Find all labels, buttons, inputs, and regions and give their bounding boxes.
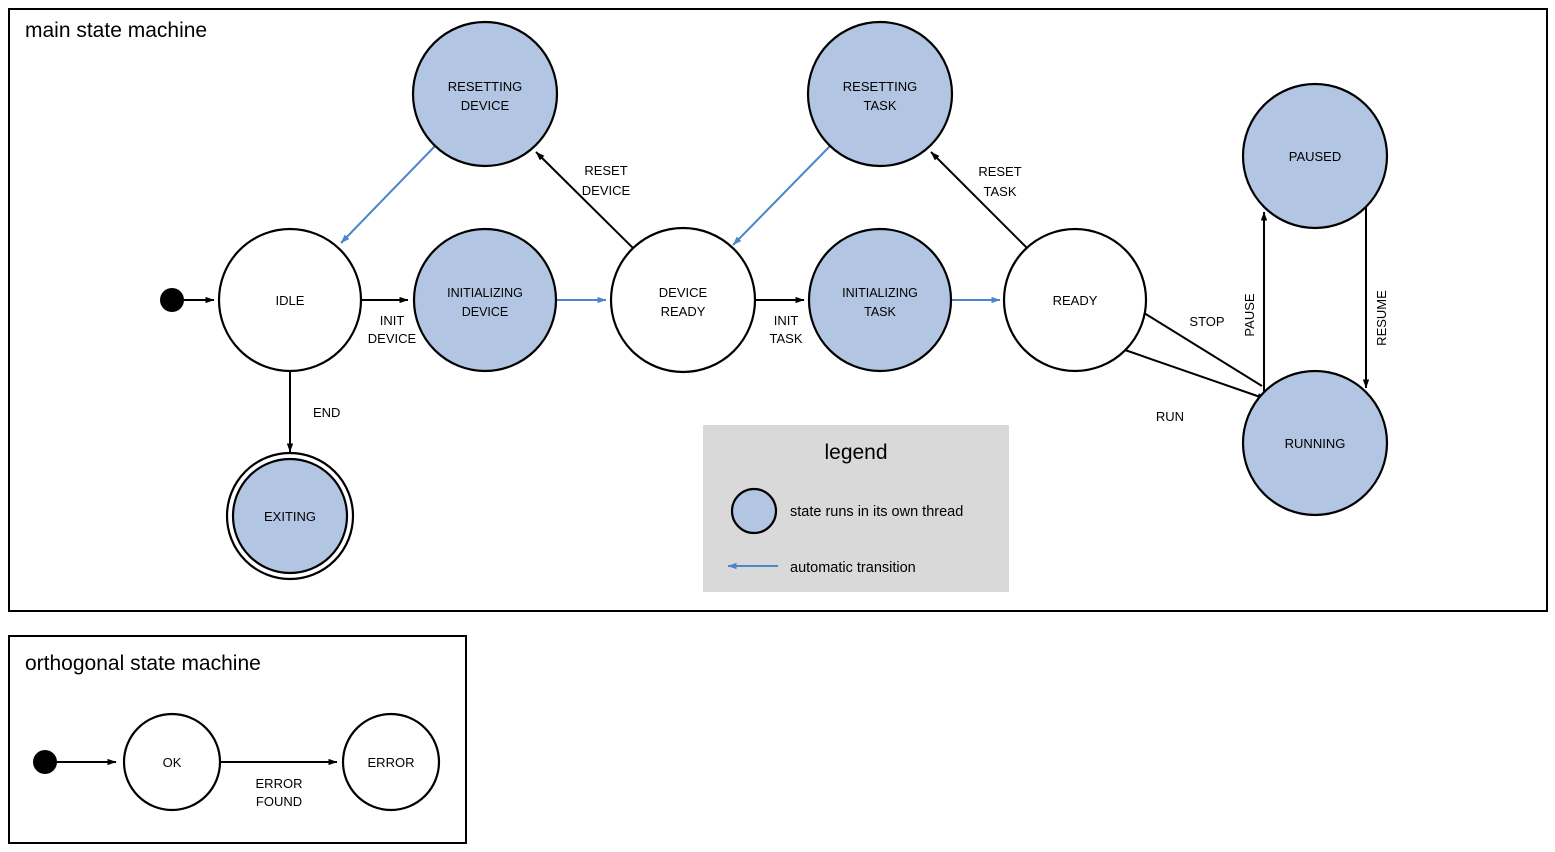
state-label-initializing-task-line2: TASK <box>864 305 896 319</box>
state-label-device-ready-line1: DEVICE <box>659 285 708 300</box>
state-node-ok[interactable]: OK <box>122 712 222 812</box>
state-node-idle[interactable]: IDLE <box>217 227 363 373</box>
state-circle-resetting-device <box>411 20 559 168</box>
transition-label-stop: STOP <box>1189 314 1224 329</box>
state-node-resetting-device[interactable]: RESETTING DEVICE <box>411 20 559 168</box>
start-marker-orthogonal <box>33 750 57 774</box>
transition-label-reset-device-line2: DEVICE <box>582 183 631 198</box>
transition-label-pause: PAUSE <box>1242 293 1257 336</box>
transition-label-init-task-line1: INIT <box>774 313 799 328</box>
start-marker-main <box>160 288 184 312</box>
state-label-device-ready-line2: READY <box>661 304 706 319</box>
state-circle-ok <box>122 712 222 812</box>
state-node-device-ready[interactable]: DEVICE READY <box>609 226 757 374</box>
transition-ready-to-resetting-task <box>930 151 1033 254</box>
state-circle-initializing-task <box>807 227 953 373</box>
transition-label-init-device-line2: DEVICE <box>368 331 417 346</box>
state-circle-resetting-task <box>806 20 954 168</box>
state-label-error: ERROR <box>368 755 415 770</box>
state-node-ready[interactable]: READY <box>1002 227 1148 373</box>
state-label-ready: READY <box>1053 293 1098 308</box>
state-node-exiting[interactable]: EXITING <box>225 451 355 581</box>
legend-thread-state-icon <box>730 487 778 535</box>
state-circle-error <box>341 712 441 812</box>
state-label-ok: OK <box>163 755 182 770</box>
main-frame-border <box>8 8 1548 612</box>
orthogonal-frame-border <box>8 635 467 844</box>
transition-label-run: RUN <box>1156 409 1184 424</box>
state-node-initializing-device[interactable]: INITIALIZING DEVICE <box>412 227 558 373</box>
state-circle-running <box>1241 369 1389 517</box>
state-label-resetting-device-line2: DEVICE <box>461 98 510 113</box>
transition-label-init-task-line2: TASK <box>770 331 803 346</box>
state-node-running[interactable]: RUNNING <box>1241 369 1389 517</box>
orthogonal-frame-title: orthogonal state machine <box>25 652 261 675</box>
transition-label-reset-task-line2: TASK <box>984 184 1017 199</box>
state-label-initializing-task-line1: INITIALIZING <box>842 286 918 300</box>
state-label-paused: PAUSED <box>1289 149 1342 164</box>
state-label-exiting: EXITING <box>264 509 316 524</box>
transition-label-error-found-line1: ERROR <box>256 776 303 791</box>
transition-resetting-device-to-idle <box>340 144 437 244</box>
legend-title: legend <box>824 441 887 464</box>
transition-label-reset-task-line1: RESET <box>978 164 1021 179</box>
state-circle-initializing-device <box>412 227 558 373</box>
transition-resetting-task-to-device-ready <box>732 144 832 246</box>
legend-item-auto-transition-label: automatic transition <box>790 560 916 576</box>
main-frame-title: main state machine <box>25 19 207 42</box>
state-label-initializing-device-line2: DEVICE <box>462 305 509 319</box>
transition-label-end: END <box>313 405 340 420</box>
state-circle-ready <box>1002 227 1148 373</box>
state-circle-idle <box>217 227 363 373</box>
state-label-resetting-task-line2: TASK <box>864 98 897 113</box>
transition-ready-to-running <box>1124 349 1267 400</box>
state-node-paused[interactable]: PAUSED <box>1241 82 1389 230</box>
transition-label-error-found-line2: FOUND <box>256 794 302 809</box>
state-circle-device-ready <box>609 226 757 374</box>
transition-label-init-device-line1: INIT <box>380 313 405 328</box>
state-label-resetting-task-line1: RESETTING <box>843 79 917 94</box>
transition-running-to-ready <box>1135 307 1263 387</box>
state-node-error[interactable]: ERROR <box>341 712 441 812</box>
state-circle-exiting-inner <box>231 457 349 575</box>
state-label-initializing-device-line1: INITIALIZING <box>447 286 523 300</box>
transition-label-resume: RESUME <box>1374 290 1389 346</box>
state-label-idle: IDLE <box>276 293 305 308</box>
legend: legend state runs in its own thread auto… <box>703 425 1009 592</box>
state-circle-paused <box>1241 82 1389 230</box>
state-label-running: RUNNING <box>1285 436 1346 451</box>
transition-label-reset-device-line1: RESET <box>584 163 627 178</box>
state-node-resetting-task[interactable]: RESETTING TASK <box>806 20 954 168</box>
state-label-resetting-device-line1: RESETTING <box>448 79 522 94</box>
transition-device-ready-to-resetting-device <box>535 151 639 254</box>
legend-item-thread-state-label: state runs in its own thread <box>790 504 963 520</box>
state-node-initializing-task[interactable]: INITIALIZING TASK <box>807 227 953 373</box>
